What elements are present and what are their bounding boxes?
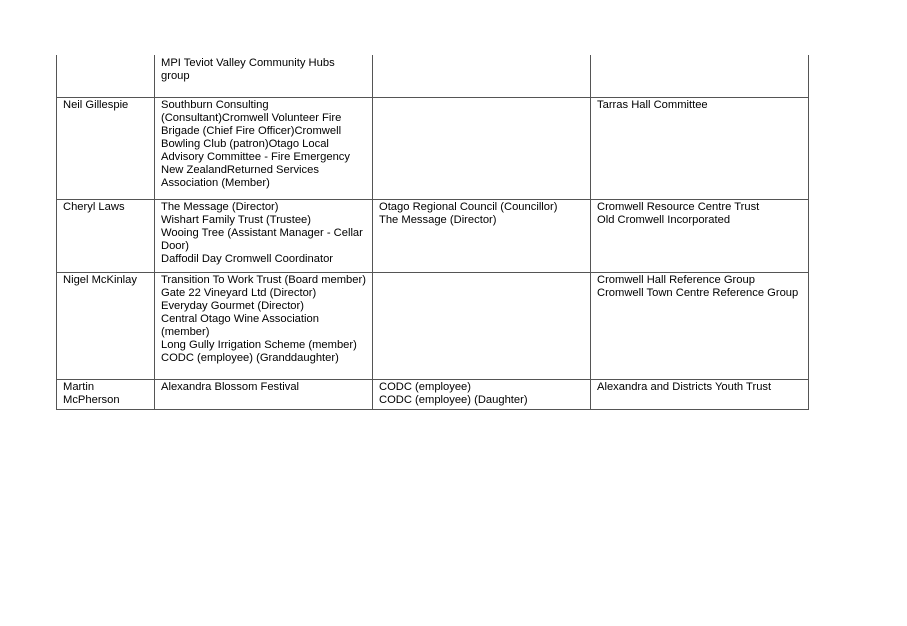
cell-line: Southburn Consulting (Consultant)Cromwel… bbox=[161, 98, 350, 189]
interests-cell: MPI Teviot Valley Community Hubs group bbox=[154, 55, 373, 98]
member-name: Neil Gillespie bbox=[63, 98, 129, 111]
interests-cell: Alexandra Blossom Festival bbox=[154, 378, 373, 410]
cell-line: Wooing Tree (Assistant Manager - Cellar … bbox=[161, 226, 363, 252]
cell-line: Wishart Family Trust (Trustee) bbox=[161, 213, 312, 226]
interests-cell: Tarras Hall Committee bbox=[590, 96, 809, 200]
cell-line: Cromwell Hall Reference Group bbox=[597, 273, 755, 286]
interests-cell bbox=[372, 96, 591, 200]
table-row: Nigel McKinlay Transition To Work Trust … bbox=[56, 271, 809, 380]
interests-cell: CODC (employee) CODC (employee) (Daughte… bbox=[372, 378, 591, 410]
cell-line: CODC (employee) (Granddaughter) bbox=[161, 351, 339, 364]
member-name-cell: Neil Gillespie bbox=[56, 96, 155, 200]
table-row: Martin McPherson Alexandra Blossom Festi… bbox=[56, 378, 809, 410]
table-row: Neil Gillespie Southburn Consulting (Con… bbox=[56, 96, 809, 200]
interests-cell: Alexandra and Districts Youth Trust bbox=[590, 378, 809, 410]
cell-line: CODC (employee) bbox=[379, 380, 472, 393]
cell-line: Long Gully Irrigation Scheme (member) bbox=[161, 338, 357, 351]
cell-line: Everyday Gourmet (Director) bbox=[161, 299, 304, 312]
member-name-cell: Nigel McKinlay bbox=[56, 271, 155, 380]
member-name: Cheryl Laws bbox=[63, 200, 125, 213]
interests-cell: Transition To Work Trust (Board member) … bbox=[154, 271, 373, 380]
cell-line: Otago Regional Council (Councillor) bbox=[379, 200, 558, 213]
interests-cell: Otago Regional Council (Councillor) The … bbox=[372, 198, 591, 273]
member-name: Nigel McKinlay bbox=[63, 273, 137, 286]
interests-cell bbox=[372, 271, 591, 380]
interests-cell: Cromwell Resource Centre Trust Old Cromw… bbox=[590, 198, 809, 273]
cell-line: Alexandra and Districts Youth Trust bbox=[597, 380, 772, 393]
cell-line: Daffodil Day Cromwell Coordinator bbox=[161, 252, 334, 265]
cell-line: The Message (Director) bbox=[161, 200, 279, 213]
cell-line: Cromwell Resource Centre Trust bbox=[597, 200, 760, 213]
cell-line: CODC (employee) (Daughter) bbox=[379, 393, 528, 406]
cell-line: Alexandra Blossom Festival bbox=[161, 380, 300, 393]
cell-line: Transition To Work Trust (Board member) bbox=[161, 273, 366, 286]
interests-cell: Cromwell Hall Reference Group Cromwell T… bbox=[590, 271, 809, 380]
cell-line: Gate 22 Vineyard Ltd (Director) bbox=[161, 286, 317, 299]
interests-cell bbox=[590, 55, 809, 98]
member-name: Martin McPherson bbox=[63, 380, 120, 406]
interests-cell bbox=[372, 55, 591, 98]
cell-line: MPI Teviot Valley Community Hubs group bbox=[161, 57, 335, 82]
interests-cell: The Message (Director) Wishart Family Tr… bbox=[154, 198, 373, 273]
cell-line: Central Otago Wine Association (member) bbox=[161, 312, 319, 338]
cell-line: The Message (Director) bbox=[379, 213, 497, 226]
member-name-cell bbox=[56, 55, 155, 98]
cell-line: Cromwell Town Centre Reference Group bbox=[597, 286, 799, 299]
member-name-cell: Martin McPherson bbox=[56, 378, 155, 410]
interests-cell: Southburn Consulting (Consultant)Cromwel… bbox=[154, 96, 373, 200]
cell-line: Old Cromwell Incorporated bbox=[597, 213, 731, 226]
interests-register-table: MPI Teviot Valley Community Hubs group N… bbox=[56, 55, 809, 410]
table-row: Cheryl Laws The Message (Director) Wisha… bbox=[56, 198, 809, 273]
table-row: MPI Teviot Valley Community Hubs group bbox=[56, 55, 809, 98]
cell-line: Tarras Hall Committee bbox=[597, 98, 708, 111]
member-name-cell: Cheryl Laws bbox=[56, 198, 155, 273]
